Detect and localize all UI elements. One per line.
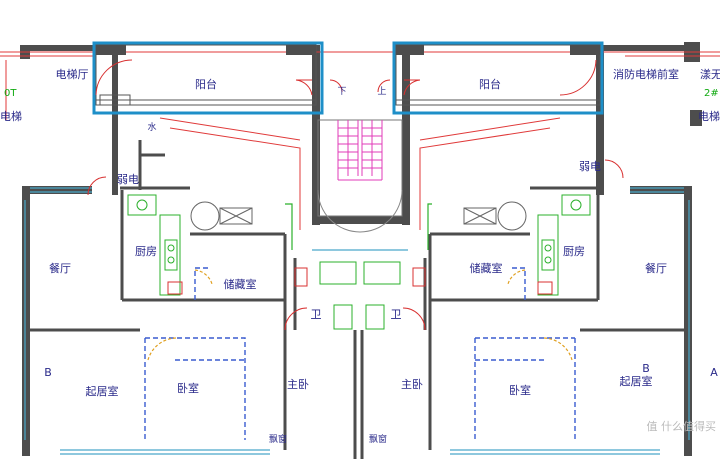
room-label-storage-left: 储藏室 — [224, 277, 257, 291]
edge-label-left-2: 电梯 — [0, 110, 22, 123]
exterior-walls — [20, 42, 702, 456]
stair-up-label: 上 — [377, 86, 386, 97]
watermark: 值 什么值得买 — [647, 420, 717, 433]
room-label-bedroom-right: 卧室 — [509, 383, 531, 397]
room-label-fire-elevator-anteroom: 消防电梯前室 — [613, 67, 679, 81]
storage-equipment — [190, 201, 527, 231]
dashed-walls — [144, 267, 576, 440]
edge-label-right-3: 电梯 — [698, 110, 720, 123]
unit-marker-b-right: B — [642, 362, 650, 375]
room-label-balcony-right: 阳台 — [479, 77, 501, 91]
room-label-bath-right: 卫 — [391, 308, 402, 321]
bedroom-doors — [147, 269, 573, 361]
room-label-kitchen-right: 厨房 — [563, 245, 585, 258]
room-label-balcony-left: 阳台 — [195, 77, 217, 91]
unit-marker-b-left: B — [44, 366, 52, 379]
room-label-living-right: 起居室 — [620, 374, 653, 388]
windows — [24, 187, 690, 455]
room-label-bath-left: 卫 — [311, 308, 322, 321]
room-label-water: 水 — [147, 121, 156, 133]
stairwell — [317, 119, 403, 233]
room-label-master-left: 主卧 — [287, 378, 309, 391]
bathroom-fixtures — [294, 261, 426, 330]
kitchen-fixtures-left — [127, 194, 183, 296]
room-label-weak-current-left: 弱电 — [117, 173, 139, 186]
edge-label-right-2: 2# — [704, 88, 719, 99]
room-label-dining-right: 餐厅 — [645, 261, 667, 275]
room-label-dining-left: 餐厅 — [49, 261, 71, 275]
room-label-living-left: 起居室 — [86, 384, 119, 398]
room-label-bay-right: 飘窗 — [369, 433, 387, 445]
kitchen-fixtures-right — [537, 194, 591, 296]
green-trim — [285, 203, 432, 250]
room-label-master-right: 主卧 — [401, 378, 423, 391]
stair-down-label: 下 — [337, 87, 346, 97]
unit-marker-a: A — [710, 366, 718, 379]
room-label-bay-left: 飘窗 — [269, 433, 287, 445]
door-swings — [87, 59, 624, 331]
room-label-bedroom-left: 卧室 — [177, 381, 199, 395]
edge-label-left-1: 0T — [4, 88, 17, 99]
balcony-highlights — [92, 41, 604, 115]
interior-walls — [30, 140, 690, 459]
room-label-elevator-hall: 电梯厅 — [56, 68, 89, 81]
red-guide-lines — [0, 51, 720, 230]
room-label-storage-right: 储藏室 — [470, 261, 503, 275]
edge-label-right-1: 漾无 — [700, 67, 720, 81]
balcony-frames — [95, 44, 601, 106]
room-label-weak-current-right: 弱电 — [579, 160, 601, 173]
room-label-kitchen-left: 厨房 — [135, 245, 157, 258]
